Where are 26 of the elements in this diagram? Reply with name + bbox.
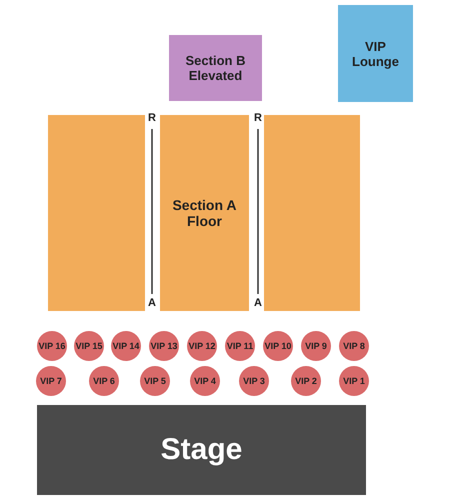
lounge-block: VIP Lounge xyxy=(338,5,413,102)
seating-section: Section A Floor xyxy=(160,115,249,311)
row-letter: R xyxy=(148,113,156,124)
vip-table: VIP 3 xyxy=(239,366,269,396)
section-block: Section B Elevated xyxy=(169,35,262,101)
seating-section xyxy=(264,115,360,311)
row-letter: A xyxy=(254,298,262,309)
vip-table: VIP 2 xyxy=(291,366,321,396)
vip-table: VIP 13 xyxy=(149,331,179,361)
vip-table: VIP 4 xyxy=(190,366,220,396)
vip-table: VIP 9 xyxy=(301,331,331,361)
vip-table: VIP 14 xyxy=(111,331,141,361)
vip-table: VIP 12 xyxy=(187,331,217,361)
vip-table: VIP 5 xyxy=(140,366,170,396)
vip-table: VIP 1 xyxy=(339,366,369,396)
stage-block: Stage xyxy=(37,405,366,495)
vip-table: VIP 16 xyxy=(37,331,67,361)
vip-table: VIP 8 xyxy=(339,331,369,361)
seating-section xyxy=(48,115,145,311)
vip-table: VIP 10 xyxy=(263,331,293,361)
row-letter: A xyxy=(148,298,156,309)
vip-table: VIP 6 xyxy=(89,366,119,396)
vip-table: VIP 7 xyxy=(36,366,66,396)
vip-table: VIP 11 xyxy=(225,331,255,361)
row-letter: R xyxy=(254,113,262,124)
vip-table: VIP 15 xyxy=(74,331,104,361)
